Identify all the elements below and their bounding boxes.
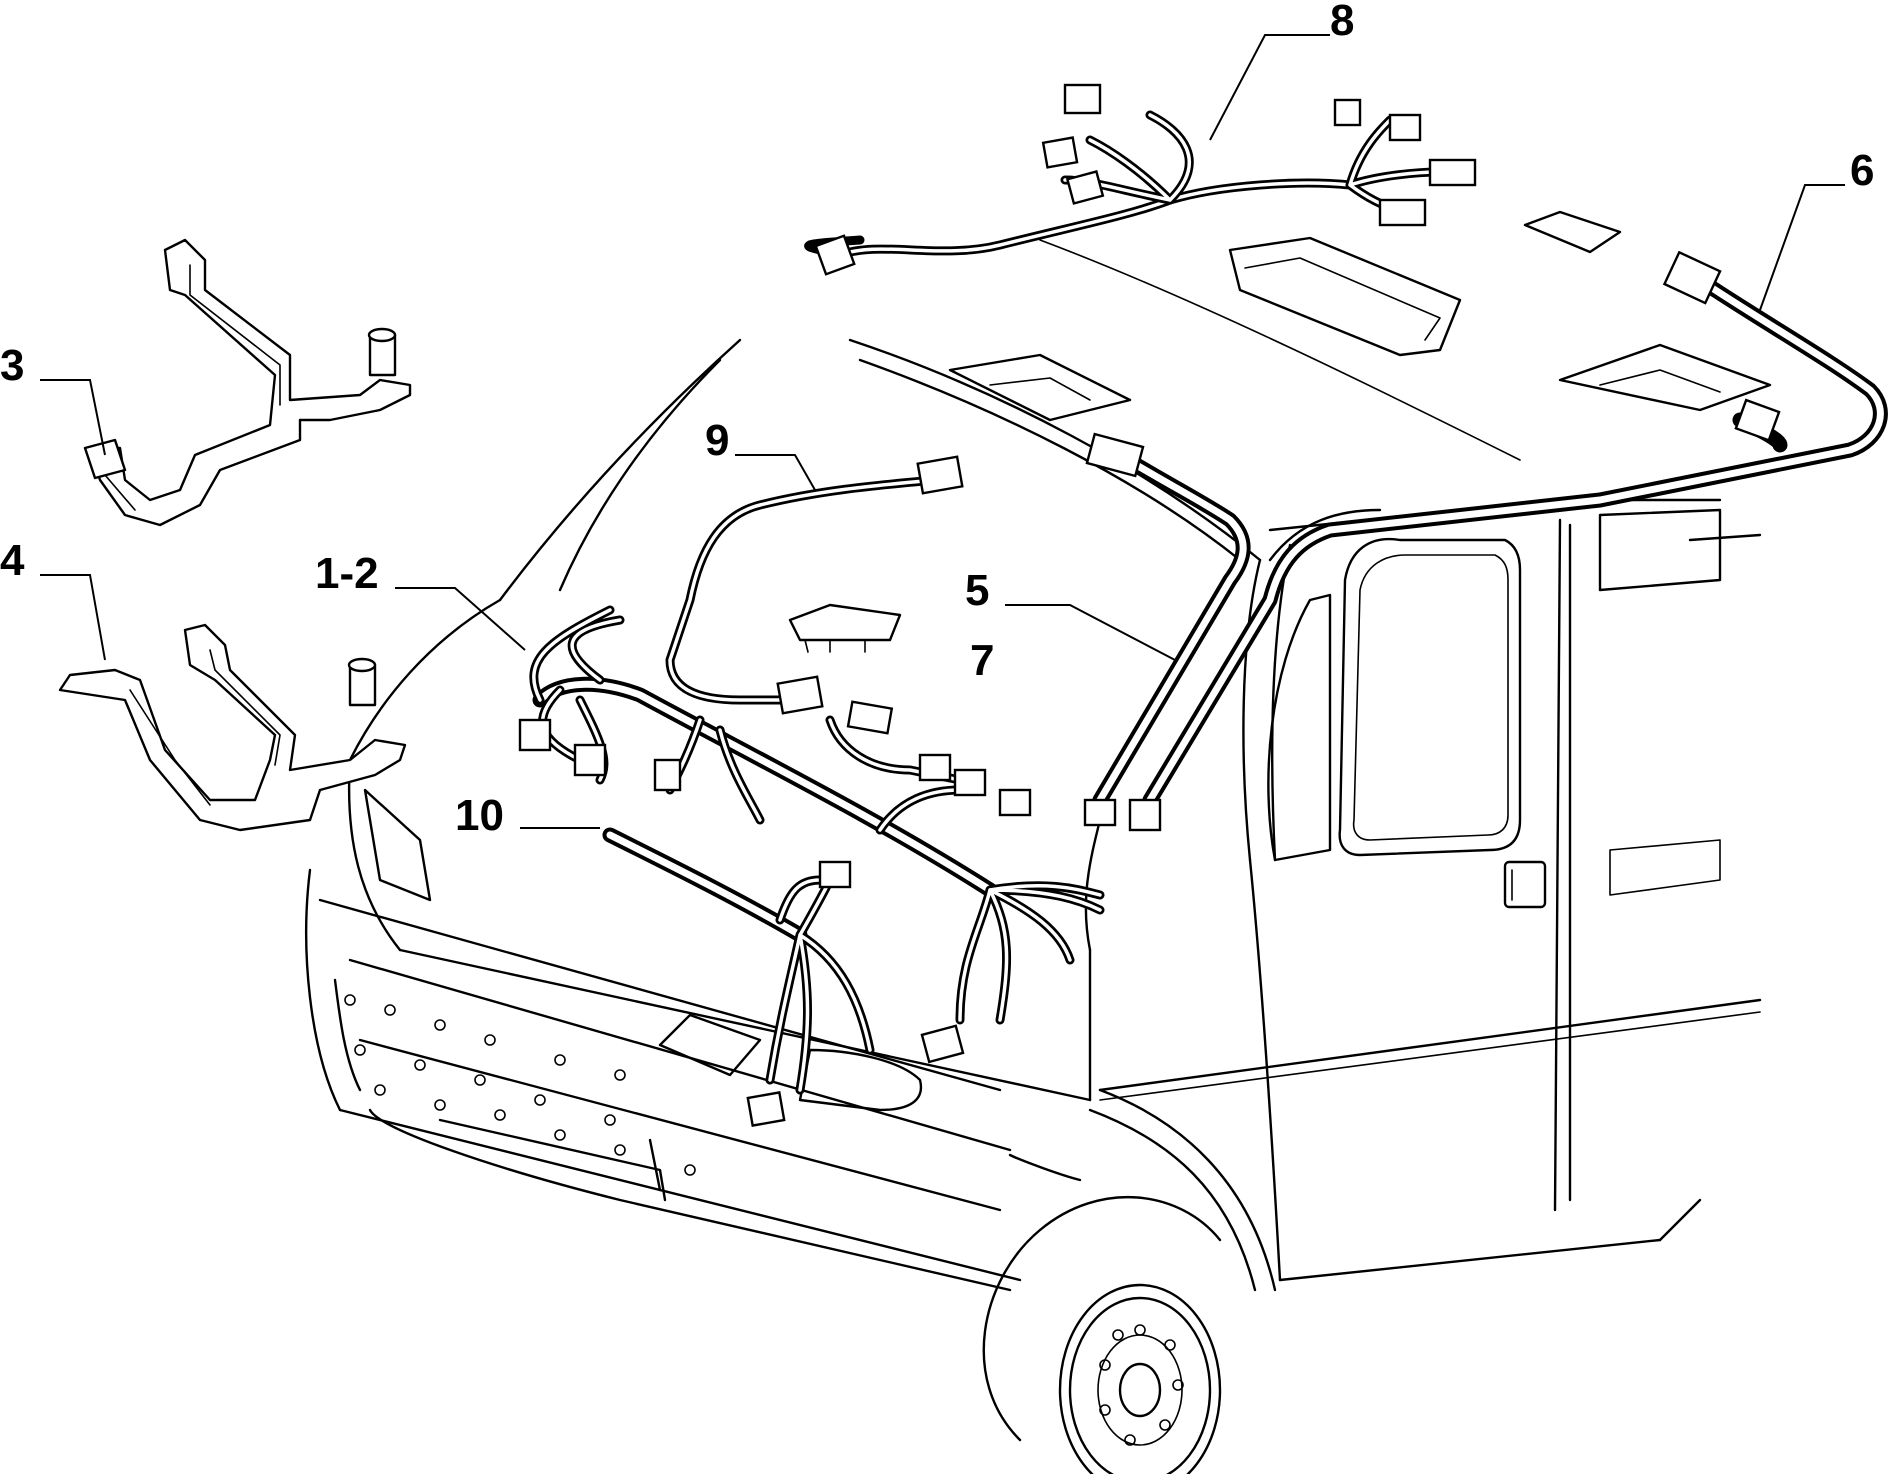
bracket-4 (58, 623, 407, 832)
van-body-outline (305, 210, 1772, 1474)
harness-5-7 (1083, 432, 1251, 827)
callout-8: 8 (1330, 0, 1354, 45)
harness-8 (804, 83, 1477, 276)
bracket-3 (83, 238, 412, 527)
harness-6 (1128, 250, 1888, 832)
callout-10: 10 (455, 791, 504, 840)
callout-3: 3 (0, 341, 24, 390)
callout-9: 9 (705, 416, 729, 465)
callout-labels: 8 6 3 4 1-2 5 7 9 10 (0, 0, 1874, 840)
leader-lines (40, 34, 1845, 829)
callout-4: 4 (0, 536, 25, 585)
callout-1-2: 1-2 (315, 549, 379, 598)
callout-7: 7 (970, 636, 994, 685)
callout-6: 6 (1850, 146, 1874, 195)
harness-1-2 (518, 605, 1105, 1064)
harness-9 (665, 455, 964, 715)
harness-10 (602, 827, 875, 1127)
callout-5: 5 (965, 566, 989, 615)
